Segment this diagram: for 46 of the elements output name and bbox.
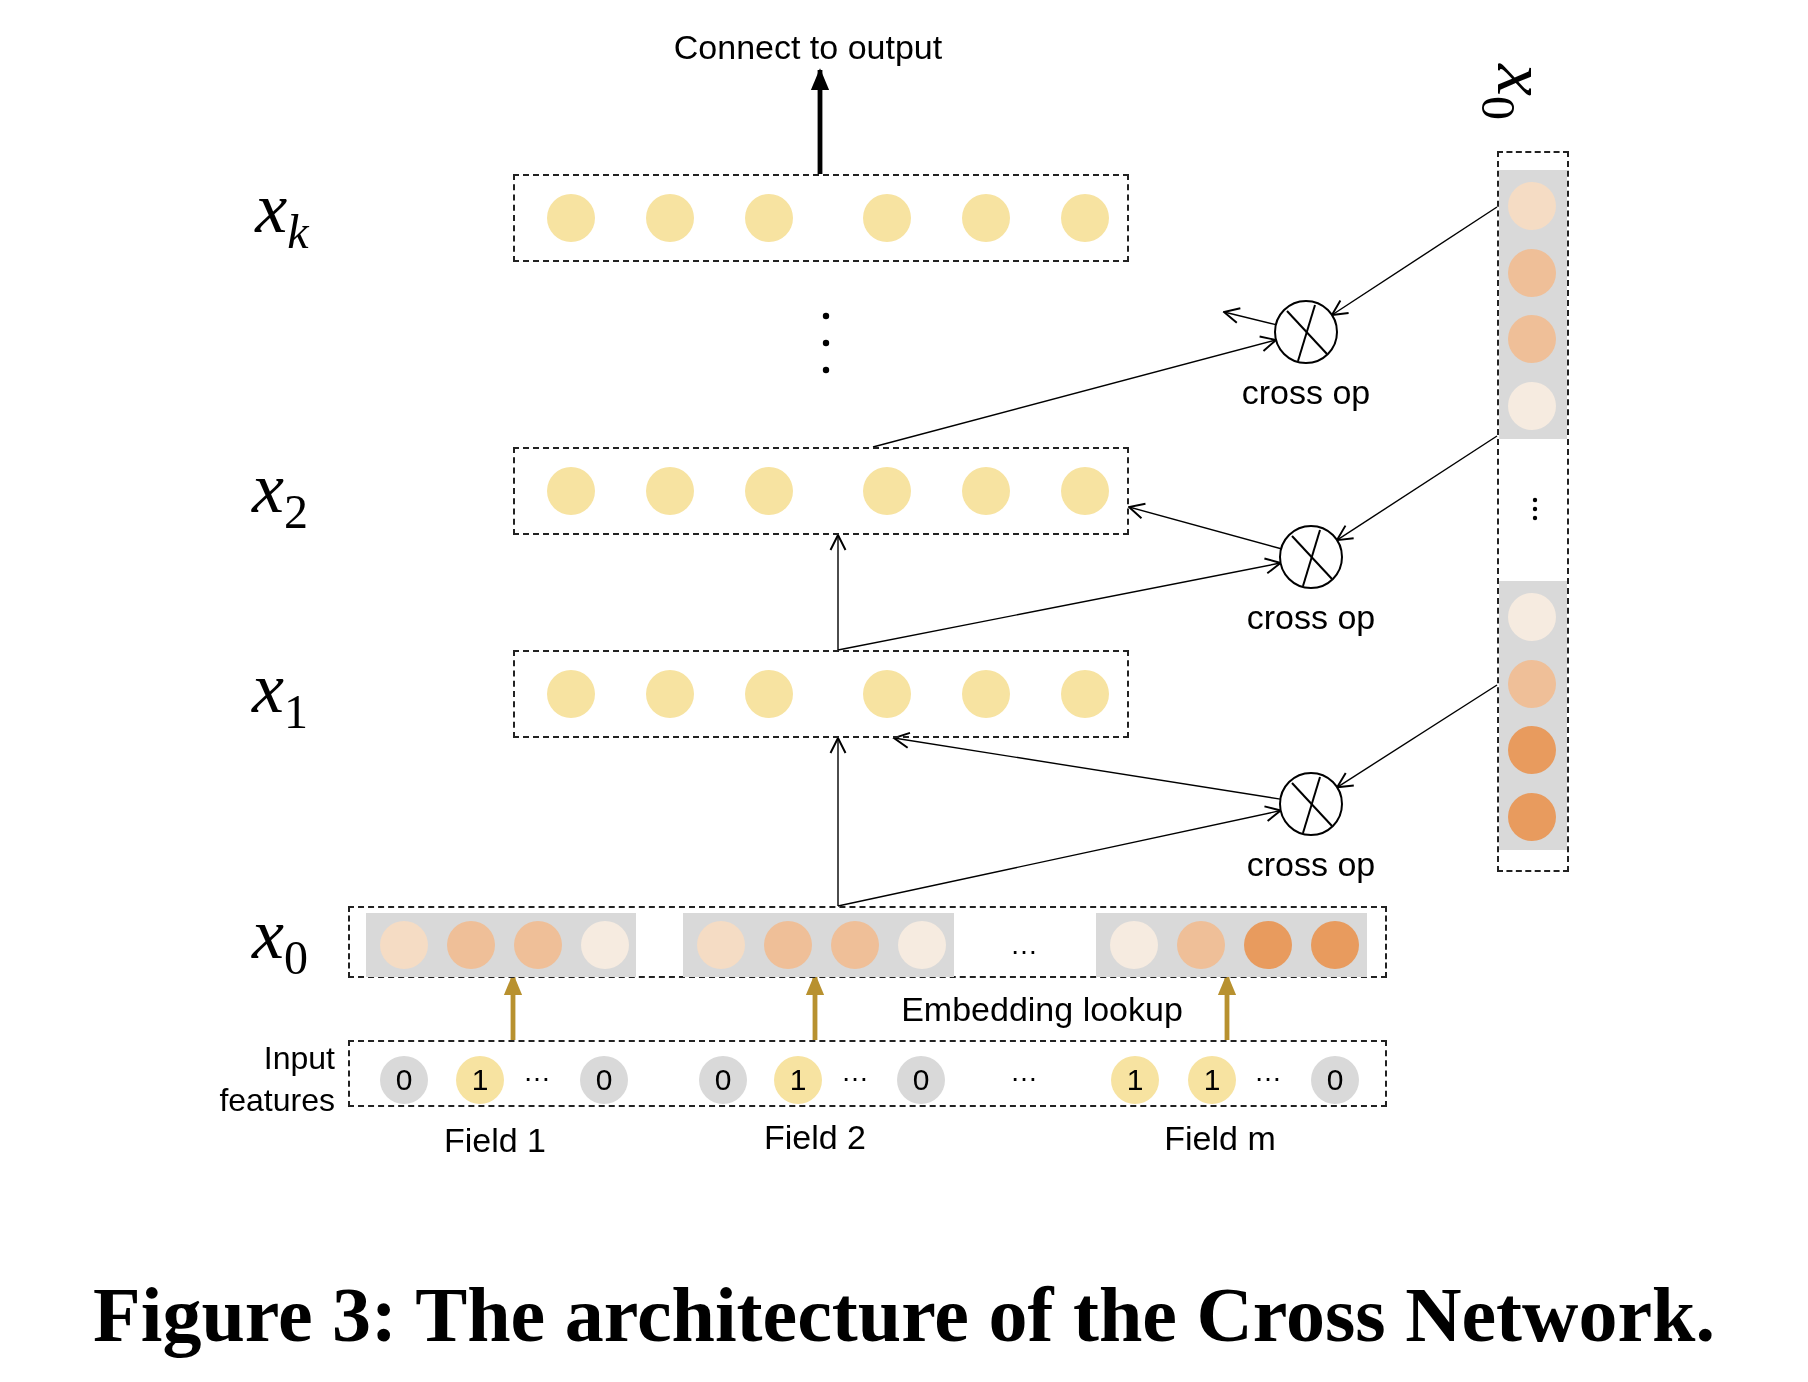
layer-box <box>513 174 1129 262</box>
feature-value: 1 <box>774 1056 822 1104</box>
layer-box <box>1497 151 1569 872</box>
embedding-bar <box>366 913 636 977</box>
operation-label: cross op <box>1245 845 1377 884</box>
arrow <box>1336 684 1498 789</box>
operation-label: cross op <box>1240 373 1372 412</box>
input-label: Input features <box>218 1039 335 1120</box>
vector-symbol: x$_{k}$ <box>255 171 309 257</box>
arrow <box>829 534 847 651</box>
operation-label: cross op <box>1245 598 1377 637</box>
field-label: Field 2 <box>763 1119 867 1157</box>
layer-box <box>348 906 1387 978</box>
ellipsis: … <box>1010 929 1038 961</box>
feature-value: 0 <box>1311 1056 1359 1104</box>
ellipsis: … <box>841 1056 869 1088</box>
arrow <box>837 557 1282 651</box>
feature-value: 1 <box>1188 1056 1236 1104</box>
ellipsis: … <box>523 1056 551 1088</box>
feature-value: 0 <box>699 1056 747 1104</box>
vector-symbol: x$_{1}$ <box>252 651 308 737</box>
arrow <box>810 68 830 174</box>
embedding-bar <box>1096 913 1367 977</box>
feature-value: 0 <box>380 1056 428 1104</box>
layer-box <box>348 1040 1387 1107</box>
layer-box <box>513 650 1129 738</box>
arrow <box>829 737 847 907</box>
field-label: Field 1 <box>443 1122 547 1160</box>
layer-box <box>513 447 1129 535</box>
vector-symbol: x$_{0}$ <box>252 897 308 983</box>
annotation: Embedding lookup <box>901 991 1183 1029</box>
arrow <box>837 805 1282 907</box>
embedding-bar <box>683 913 954 977</box>
arrow <box>1128 502 1282 550</box>
arrow <box>1336 435 1498 542</box>
field-label: Field m <box>1164 1120 1276 1158</box>
ellipsis: … <box>1010 1056 1038 1088</box>
arrow <box>872 335 1277 448</box>
ellipsis: … <box>1254 1056 1282 1088</box>
figure-caption: Figure 3: The architecture of the Cross Network. <box>92 1270 1716 1360</box>
vector-symbol: x$_{2}$ <box>252 451 308 537</box>
feature-value: 0 <box>580 1056 628 1104</box>
arrow <box>1330 206 1498 316</box>
feature-value: 1 <box>456 1056 504 1104</box>
feature-value: 1 <box>1111 1056 1159 1104</box>
feature-value: 0 <box>897 1056 945 1104</box>
